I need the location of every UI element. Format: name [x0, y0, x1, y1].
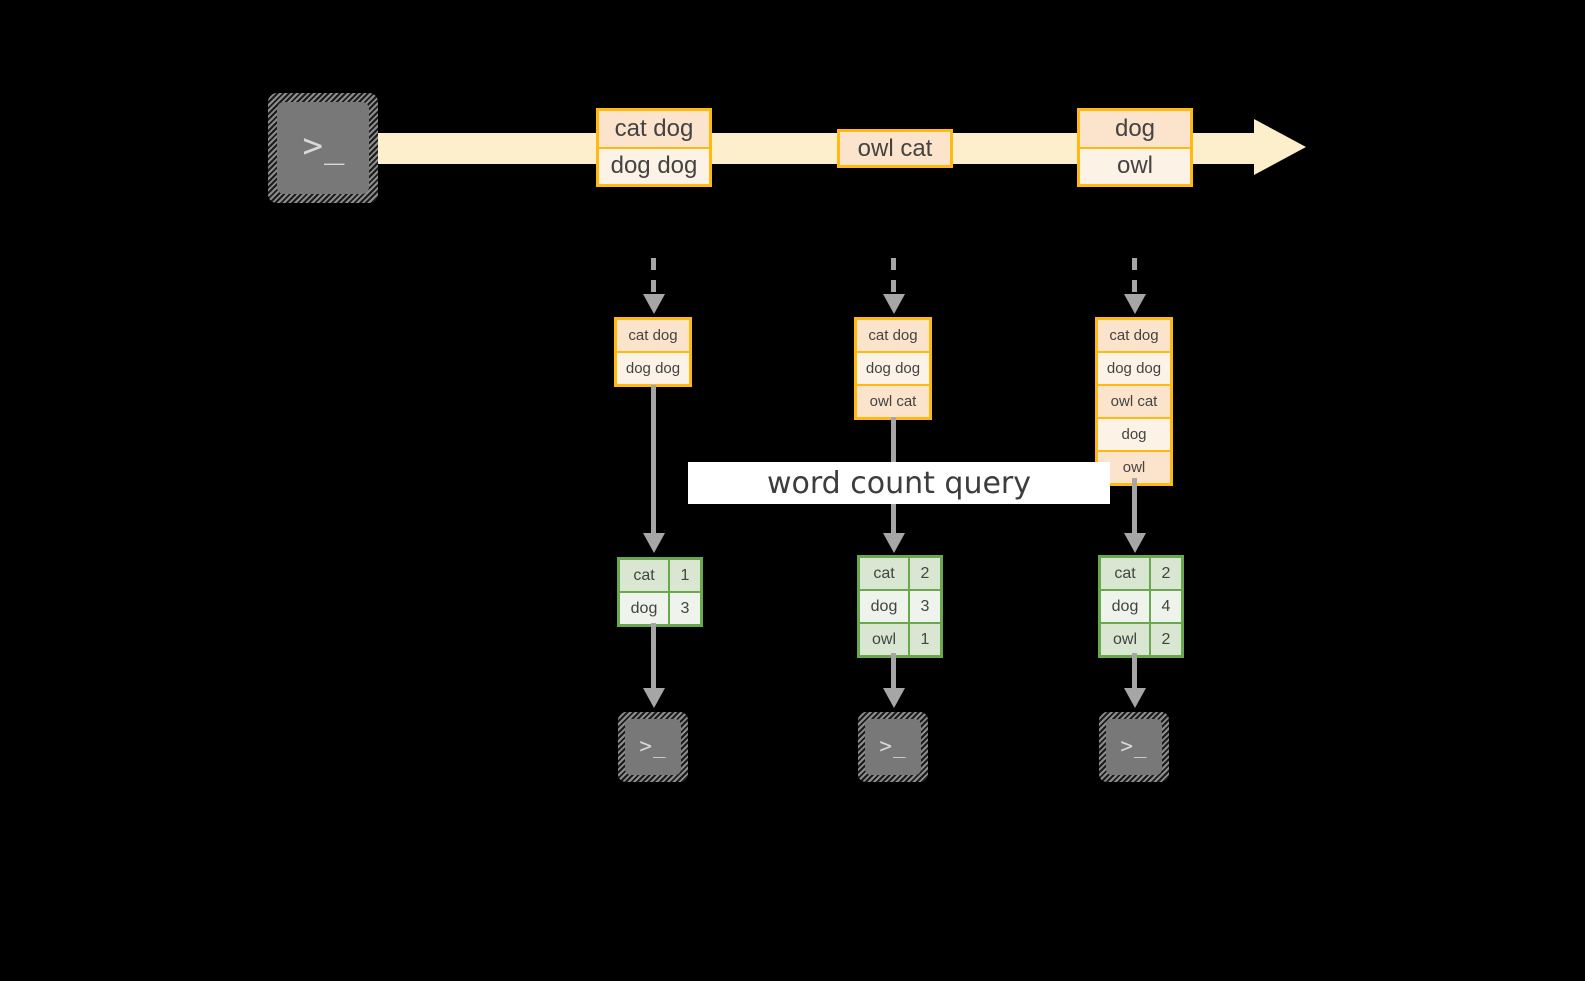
terminal-face	[1106, 719, 1162, 775]
result-word: dog	[860, 591, 908, 622]
timeline-event-line: owl cat	[840, 132, 950, 165]
timeline-event-1[interactable]: cat dog dog dog	[596, 108, 712, 187]
table-row: owl 2	[1101, 622, 1181, 655]
timeline-event-line: owl	[1080, 146, 1190, 184]
query-arrow-line-3	[1132, 478, 1137, 537]
sink-terminal-icon-2[interactable]: >_	[858, 712, 928, 782]
terminal-prompt-glyph: >_	[879, 733, 907, 758]
stream-row: dog dog	[617, 351, 689, 384]
result-word: cat	[860, 558, 908, 589]
stream-row: dog	[1098, 417, 1170, 450]
timeline-event-line: dog	[1080, 111, 1190, 147]
ingest-arrow-head-1	[643, 294, 665, 314]
stream-row: cat dog	[1098, 320, 1170, 351]
result-table-1[interactable]: cat 1 dog 3	[617, 557, 703, 627]
result-count: 1	[668, 560, 700, 591]
table-row: dog 3	[620, 591, 700, 624]
query-arrow-head-1	[643, 533, 665, 553]
stream-row: dog dog	[1098, 351, 1170, 384]
terminal-face	[277, 102, 369, 194]
sink-terminal-icon-3[interactable]: >_	[1099, 712, 1169, 782]
result-word: cat	[620, 560, 668, 591]
result-count: 4	[1149, 591, 1181, 622]
result-word: cat	[1101, 558, 1149, 589]
sink-arrow-head-3	[1124, 688, 1146, 708]
sink-arrow-line-2	[891, 653, 896, 691]
stream-state-2[interactable]: cat dog dog dog owl cat	[854, 317, 932, 420]
result-table-3[interactable]: cat 2 dog 4 owl 2	[1098, 555, 1184, 658]
sink-terminal-icon-1[interactable]: >_	[618, 712, 688, 782]
result-count: 1	[908, 624, 940, 655]
result-word: owl	[1101, 624, 1149, 655]
stream-state-1[interactable]: cat dog dog dog	[614, 317, 692, 387]
terminal-face	[625, 719, 681, 775]
terminal-face	[865, 719, 921, 775]
sink-arrow-line-1	[651, 623, 656, 691]
timeline-arrowhead	[1254, 119, 1306, 175]
table-row: dog 3	[860, 589, 940, 622]
stream-state-3[interactable]: cat dog dog dog owl cat dog owl	[1095, 317, 1173, 486]
stream-row: dog dog	[857, 351, 929, 384]
timeline-event-3[interactable]: dog owl	[1077, 108, 1193, 187]
source-terminal-icon[interactable]: >_	[268, 93, 378, 203]
stream-row: owl	[1098, 450, 1170, 483]
table-row: cat 2	[860, 558, 940, 589]
result-count: 2	[1149, 558, 1181, 589]
timeline-event-line: cat dog	[599, 111, 709, 147]
sink-arrow-line-3	[1132, 653, 1137, 691]
ingest-arrow-head-2	[883, 294, 905, 314]
result-word: dog	[1101, 591, 1149, 622]
query-arrow-line-1	[651, 385, 656, 537]
query-label-band: word count query	[688, 462, 1110, 504]
terminal-prompt-glyph: >_	[302, 126, 346, 166]
terminal-prompt-glyph: >_	[639, 733, 667, 758]
ingest-arrow-head-3	[1124, 294, 1146, 314]
result-count: 2	[1149, 624, 1181, 655]
table-row: dog 4	[1101, 589, 1181, 622]
sink-arrow-head-2	[883, 688, 905, 708]
table-row: cat 2	[1101, 558, 1181, 589]
table-row: owl 1	[860, 622, 940, 655]
stream-row: cat dog	[617, 320, 689, 351]
result-table-2[interactable]: cat 2 dog 3 owl 1	[857, 555, 943, 658]
table-row: cat 1	[620, 560, 700, 591]
query-arrow-head-3	[1124, 533, 1146, 553]
timeline-event-2[interactable]: owl cat	[837, 129, 953, 168]
ingest-arrow-line-2	[891, 258, 896, 296]
ingest-arrow-line-1	[651, 258, 656, 296]
timeline-event-line: dog dog	[599, 146, 709, 184]
query-label-text: word count query	[766, 465, 1032, 501]
result-word: dog	[620, 593, 668, 624]
stream-row: owl cat	[857, 384, 929, 417]
sink-arrow-head-1	[643, 688, 665, 708]
ingest-arrow-line-3	[1132, 258, 1137, 296]
query-arrow-head-2	[883, 533, 905, 553]
result-word: owl	[860, 624, 908, 655]
result-count: 2	[908, 558, 940, 589]
terminal-prompt-glyph: >_	[1120, 733, 1148, 758]
stream-row: cat dog	[857, 320, 929, 351]
stream-row: owl cat	[1098, 384, 1170, 417]
result-count: 3	[908, 591, 940, 622]
result-count: 3	[668, 593, 700, 624]
